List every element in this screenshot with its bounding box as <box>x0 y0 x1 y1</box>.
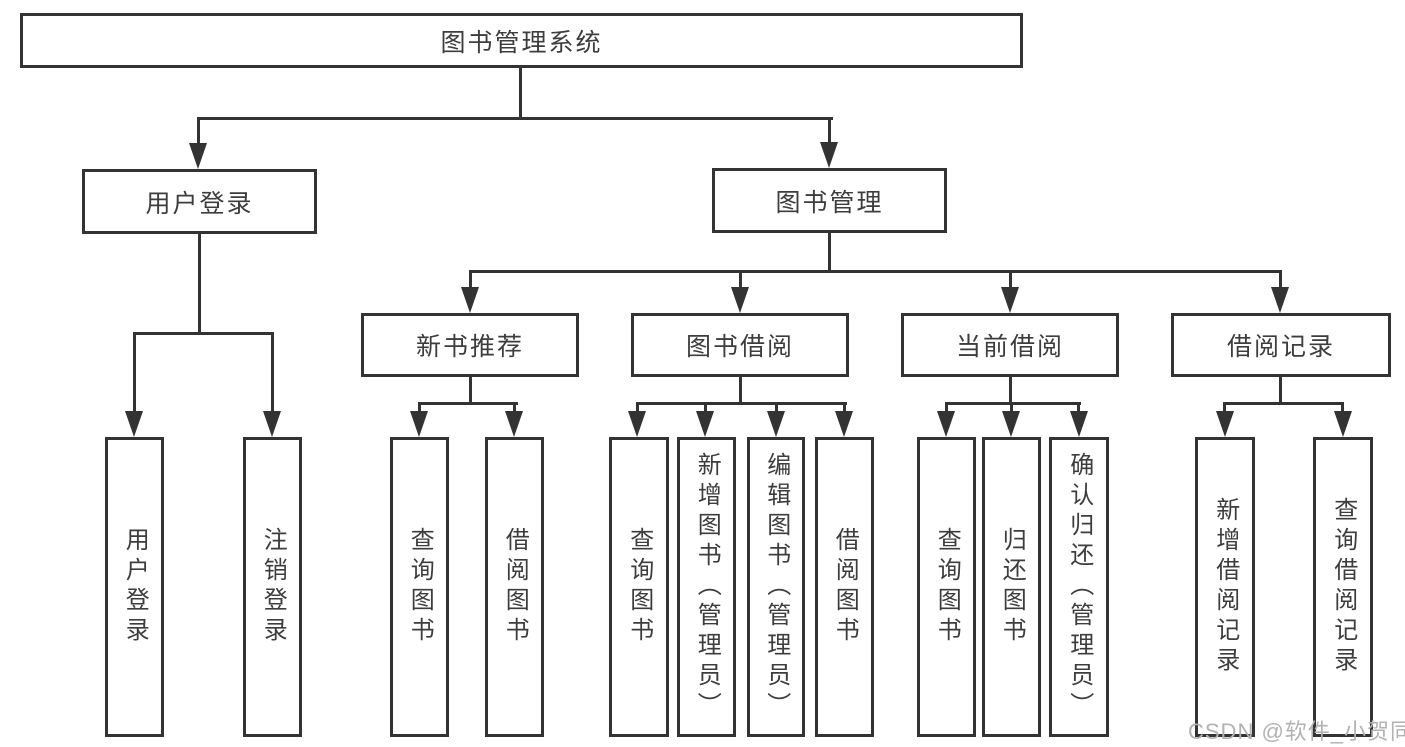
leaf-label: 归还图书 <box>998 527 1026 647</box>
node-label: 图书借阅 <box>685 333 794 361</box>
connector-line <box>469 270 472 290</box>
connector-line <box>133 332 136 412</box>
arrowhead-down-icon <box>263 411 281 437</box>
connector-line <box>1077 402 1080 414</box>
arrowhead-down-icon <box>820 142 838 168</box>
node-user-login: 用户登录 <box>82 169 317 234</box>
leaf-return-books: 归还图书 <box>982 437 1041 737</box>
leaf-label: 用户登录 <box>121 527 149 647</box>
arrowhead-down-icon <box>731 287 749 313</box>
connector-line <box>133 332 274 335</box>
leaf-query-borrow-record: 查询借阅记录 <box>1313 437 1373 737</box>
node-current-borrowing: 当前借阅 <box>901 313 1119 377</box>
node-label: 图书管理系统 <box>440 28 603 57</box>
connector-line <box>1223 402 1226 414</box>
leaf-user-login: 用户登录 <box>105 437 164 737</box>
connector-line <box>1341 402 1344 414</box>
connector-line <box>469 377 472 404</box>
connector-line <box>704 402 707 414</box>
node-label: 用户登录 <box>145 189 254 218</box>
node-new-book-recommendation: 新书推荐 <box>361 313 579 377</box>
node-label: 图书管理 <box>775 188 884 217</box>
connector-line <box>843 402 846 414</box>
connector-line <box>198 234 201 334</box>
arrowhead-down-icon <box>1001 287 1019 313</box>
leaf-label: 查询图书 <box>933 527 961 647</box>
arrowhead-down-icon <box>410 411 428 437</box>
node-label: 借阅记录 <box>1226 333 1335 361</box>
leaf-edit-book-admin: 编辑图书（管理员） <box>747 437 805 737</box>
leaf-borrow-books: 借阅图书 <box>815 437 874 737</box>
connector-line <box>1009 377 1012 404</box>
connector-line <box>828 233 831 273</box>
connector-line <box>739 377 742 404</box>
leaf-label: 编辑图书（管理员） <box>762 452 790 722</box>
arrowhead-down-icon <box>461 287 479 313</box>
arrowhead-down-icon <box>1334 411 1352 437</box>
connector-line <box>945 402 948 414</box>
leaf-add-borrow-record: 新增借阅记录 <box>1195 437 1255 737</box>
leaf-label: 注销登录 <box>259 527 287 647</box>
connector-line <box>775 402 778 414</box>
leaf-label: 查询图书 <box>625 527 653 647</box>
arrowhead-down-icon <box>628 411 646 437</box>
leaf-logout-login: 注销登录 <box>243 437 302 737</box>
arrowhead-down-icon <box>696 411 714 437</box>
connector-line <box>1279 270 1282 290</box>
connector-line <box>519 68 522 119</box>
leaf-label: 新增图书（管理员） <box>693 452 721 722</box>
connector-line <box>469 270 1282 273</box>
connector-line <box>513 402 516 414</box>
arrowhead-down-icon <box>125 411 143 437</box>
connector-line <box>1009 270 1012 290</box>
connector-line <box>271 332 274 412</box>
leaf-query-books-borrowing: 查询图书 <box>609 437 669 737</box>
csdn-watermark: CSDN @软件_小贺同学 <box>1188 719 1405 744</box>
arrowhead-down-icon <box>505 411 523 437</box>
leaf-label: 新增借阅记录 <box>1211 497 1239 677</box>
connector-line <box>828 117 831 145</box>
node-book-borrowing: 图书借阅 <box>631 313 849 377</box>
leaf-borrow-books-recommend: 借阅图书 <box>485 437 544 737</box>
leaf-query-books-current: 查询图书 <box>917 437 976 737</box>
connector-line <box>197 117 833 120</box>
arrowhead-down-icon <box>1271 287 1289 313</box>
connector-line <box>1010 402 1013 414</box>
node-library-management-system: 图书管理系统 <box>20 13 1023 68</box>
arrowhead-down-icon <box>835 411 853 437</box>
connector-line <box>945 402 1081 405</box>
leaf-label: 借阅图书 <box>831 527 859 647</box>
node-book-management: 图书管理 <box>712 168 947 233</box>
connector-line <box>197 117 200 145</box>
connector-line <box>636 402 847 405</box>
arrowhead-down-icon <box>189 143 207 169</box>
arrowhead-down-icon <box>937 411 955 437</box>
node-borrowing-records: 借阅记录 <box>1171 313 1391 377</box>
connector-line <box>418 402 518 405</box>
node-label: 当前借阅 <box>955 333 1064 361</box>
connector-line <box>636 402 639 414</box>
leaf-label: 借阅图书 <box>501 527 529 647</box>
connector-line <box>739 270 742 290</box>
leaf-label: 确认归还（管理员） <box>1065 452 1093 722</box>
connector-line <box>1279 377 1282 404</box>
arrowhead-down-icon <box>1002 411 1020 437</box>
leaf-add-book-admin: 新增图书（管理员） <box>677 437 736 737</box>
arrowhead-down-icon <box>1070 411 1088 437</box>
leaf-query-books-recommend: 查询图书 <box>390 437 449 737</box>
node-label: 新书推荐 <box>415 333 524 361</box>
arrowhead-down-icon <box>767 411 785 437</box>
leaf-label: 查询借阅记录 <box>1329 497 1357 677</box>
arrowhead-down-icon <box>1216 411 1234 437</box>
connector-line <box>1224 402 1344 405</box>
leaf-confirm-return-admin: 确认归还（管理员） <box>1049 437 1109 737</box>
leaf-label: 查询图书 <box>406 527 434 647</box>
connector-line <box>418 402 421 414</box>
